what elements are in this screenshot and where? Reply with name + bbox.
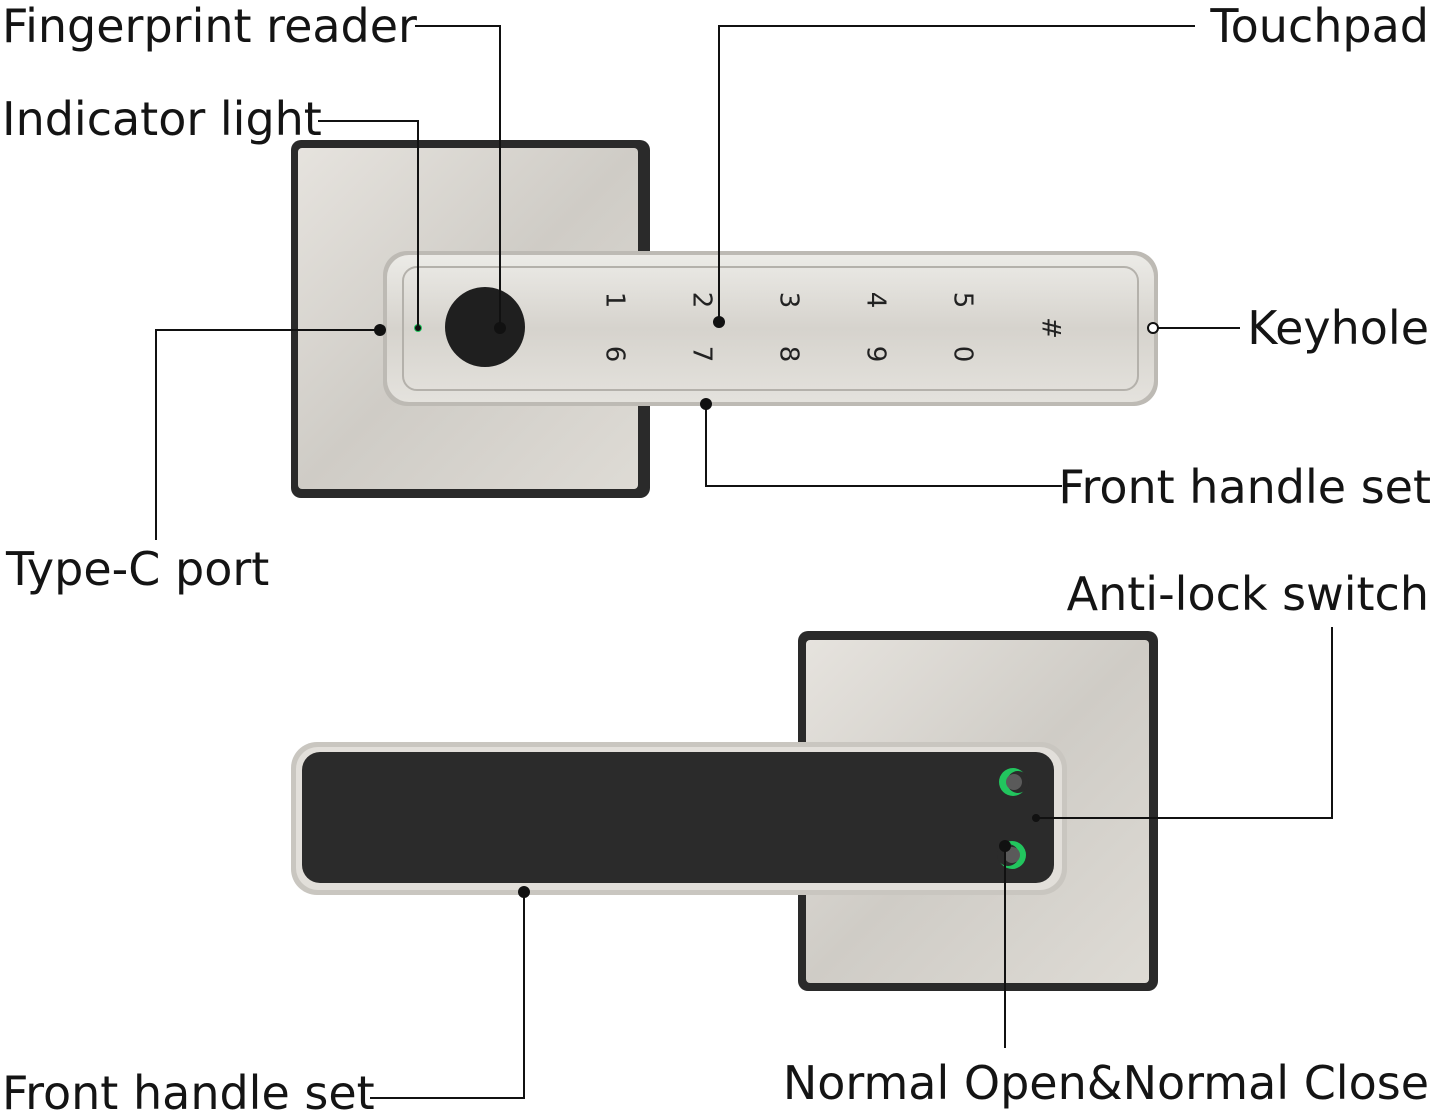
- keypad: 1 2 3 4 5 6 7 8 9 0 #: [600, 292, 1066, 363]
- key-5: 5: [948, 292, 978, 309]
- front-handle: [383, 251, 1158, 406]
- label-anti-lock-switch: Anti-lock switch: [1066, 567, 1429, 621]
- label-indicator-light: Indicator light: [2, 92, 322, 146]
- leader-dots: [374, 316, 1040, 898]
- leader-indicator: [318, 120, 419, 328]
- label-fingerprint-reader: Fingerprint reader: [2, 0, 417, 53]
- leader-lines: [155, 25, 1333, 1099]
- anti-lock-switch-icon: [999, 768, 1029, 796]
- leader-fingerprint: [415, 25, 501, 328]
- leader-front-handle-top: [705, 404, 1062, 487]
- key-4: 4: [861, 292, 891, 309]
- key-hash: #: [1036, 317, 1066, 339]
- leader-anti-lock: [1036, 627, 1333, 819]
- key-0: 0: [948, 346, 978, 363]
- key-1: 1: [600, 292, 630, 309]
- back-handle: [291, 742, 1067, 895]
- label-front-handle-set-top: Front handle set: [1058, 460, 1431, 514]
- label-touchpad: Touchpad: [1210, 0, 1429, 53]
- key-3: 3: [774, 292, 804, 309]
- leader-type-c: [155, 329, 380, 540]
- label-normal-open-close: Normal Open&Normal Close: [782, 1056, 1429, 1110]
- fingerprint-reader-icon: [445, 287, 525, 367]
- label-type-c-port: Type-C port: [6, 542, 270, 596]
- key-9: 9: [861, 346, 891, 363]
- leader-front-handle-bottom: [370, 892, 525, 1099]
- label-keyhole: Keyhole: [1247, 301, 1429, 355]
- key-6: 6: [600, 346, 630, 363]
- key-7: 7: [687, 346, 717, 363]
- key-8: 8: [774, 346, 804, 363]
- leader-touchpad: [718, 25, 1195, 322]
- keyhole-icon: [1147, 322, 1159, 334]
- key-2: 2: [687, 292, 717, 309]
- label-front-handle-set-bottom: Front handle set: [2, 1066, 375, 1120]
